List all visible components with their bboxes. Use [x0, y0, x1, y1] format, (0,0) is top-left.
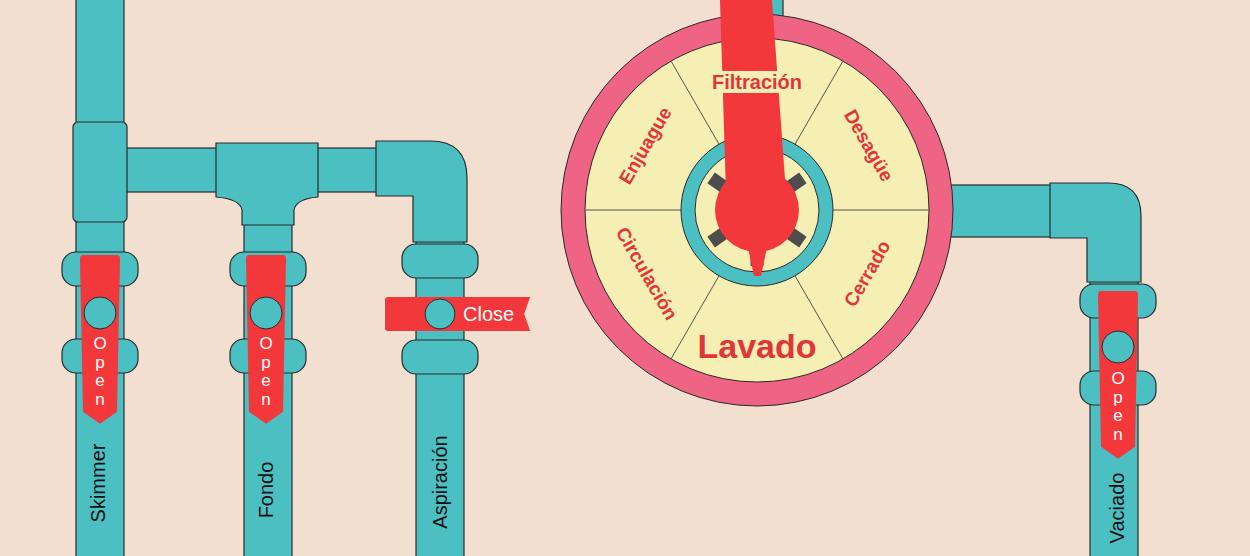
handle-pivot — [250, 297, 282, 329]
handle-pivot — [84, 297, 116, 329]
dial-divider — [833, 210, 929, 211]
pipe-elbow — [376, 141, 467, 242]
valve-handle: Open — [1098, 291, 1138, 459]
dial-divider — [585, 210, 681, 211]
pipe — [76, 220, 124, 556]
pipe-label: Skimmer — [87, 444, 109, 523]
handle-pivot — [1102, 331, 1134, 363]
selector-valve: FiltraciónDesagüeCerradoLavadoCirculació… — [560, 13, 954, 407]
pipe-tee — [216, 143, 318, 225]
valve-handle: Open — [80, 255, 120, 424]
pipe-elbow — [1050, 183, 1141, 282]
pipe-collar — [402, 340, 478, 374]
valve-state: Open — [92, 335, 109, 410]
valve-state: Open — [258, 335, 275, 410]
dial-lever — [720, 0, 786, 193]
pipe-tee — [73, 122, 127, 222]
selector-position: Filtración — [708, 71, 806, 93]
handle-body — [246, 255, 286, 424]
pipe — [76, 0, 124, 124]
handle-pivot — [425, 299, 455, 329]
valve-handle: Close — [385, 297, 530, 331]
handle-body — [1098, 291, 1138, 459]
pipe — [416, 238, 464, 556]
selector-position: Lavado — [697, 328, 816, 365]
pipe — [940, 185, 1055, 237]
valve-state: Close — [463, 303, 514, 325]
pipe-collar — [402, 244, 478, 278]
handle-body — [80, 255, 120, 424]
dial-face — [585, 38, 929, 382]
pipe-label: Vaciado — [1106, 473, 1128, 544]
valve-handle: Open — [246, 255, 286, 424]
pipe — [244, 220, 292, 556]
pipe-label: Aspiración — [429, 435, 451, 528]
pipe-label: Fondo — [255, 462, 277, 519]
valve-state: Open — [1110, 370, 1127, 445]
handle-body — [385, 297, 530, 331]
dial-lever-hub — [715, 168, 799, 252]
dial-rim — [561, 14, 953, 406]
